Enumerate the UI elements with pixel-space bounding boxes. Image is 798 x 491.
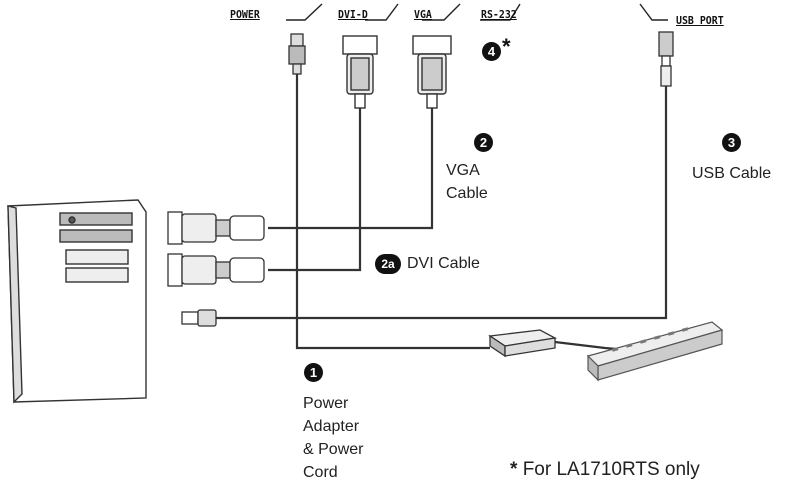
step-4-asterisk: *: [502, 34, 511, 59]
step-4-badge: 4: [482, 42, 501, 61]
step-1-label-line-2: Adapter: [303, 418, 360, 435]
step-2-label-line-1: VGA: [446, 162, 480, 179]
step-1-label-line-1: Power: [303, 395, 349, 412]
pc-tower: [7, 199, 147, 404]
footnote: * For LA1710RTS only: [510, 459, 700, 481]
dvi-connector-pc: [167, 253, 265, 287]
footnote-text: For LA1710RTS only: [522, 459, 700, 480]
rs232-port-label: RS-232: [481, 8, 517, 21]
step-1-label-line-4: Cord: [303, 464, 338, 481]
vga-connector-pc: [167, 211, 265, 245]
step-2-label-line-2: Cable: [446, 185, 488, 202]
dvi-connector-top: [342, 35, 378, 109]
step-3-badge: 3: [722, 133, 741, 152]
step-3-label: USB Cable: [692, 165, 772, 182]
power-strip: [586, 321, 724, 382]
vga-connector-top: [412, 35, 452, 109]
usb-plug-pc: [181, 309, 217, 327]
power-plug: [288, 33, 306, 75]
power-port-label: POWER: [230, 8, 260, 21]
step-2a-label: DVI Cable: [407, 255, 480, 272]
usb-port-label: USB PORT: [676, 14, 724, 27]
power-adapter: [488, 329, 558, 358]
step-2-badge: 2: [474, 133, 493, 152]
footnote-asterisk: *: [510, 459, 518, 480]
step-2a-badge: 2a: [375, 254, 401, 274]
vga-port-label: VGA: [414, 8, 432, 21]
usb-connector-top: [658, 31, 674, 87]
step-1-label: Power Adapter & Power Cord: [303, 392, 363, 484]
dvi-port-label: DVI-D: [338, 8, 368, 21]
step-1-label-line-3: & Power: [303, 441, 364, 458]
step-1-badge: 1: [304, 363, 323, 382]
step-2-label: VGA Cable: [446, 159, 488, 205]
